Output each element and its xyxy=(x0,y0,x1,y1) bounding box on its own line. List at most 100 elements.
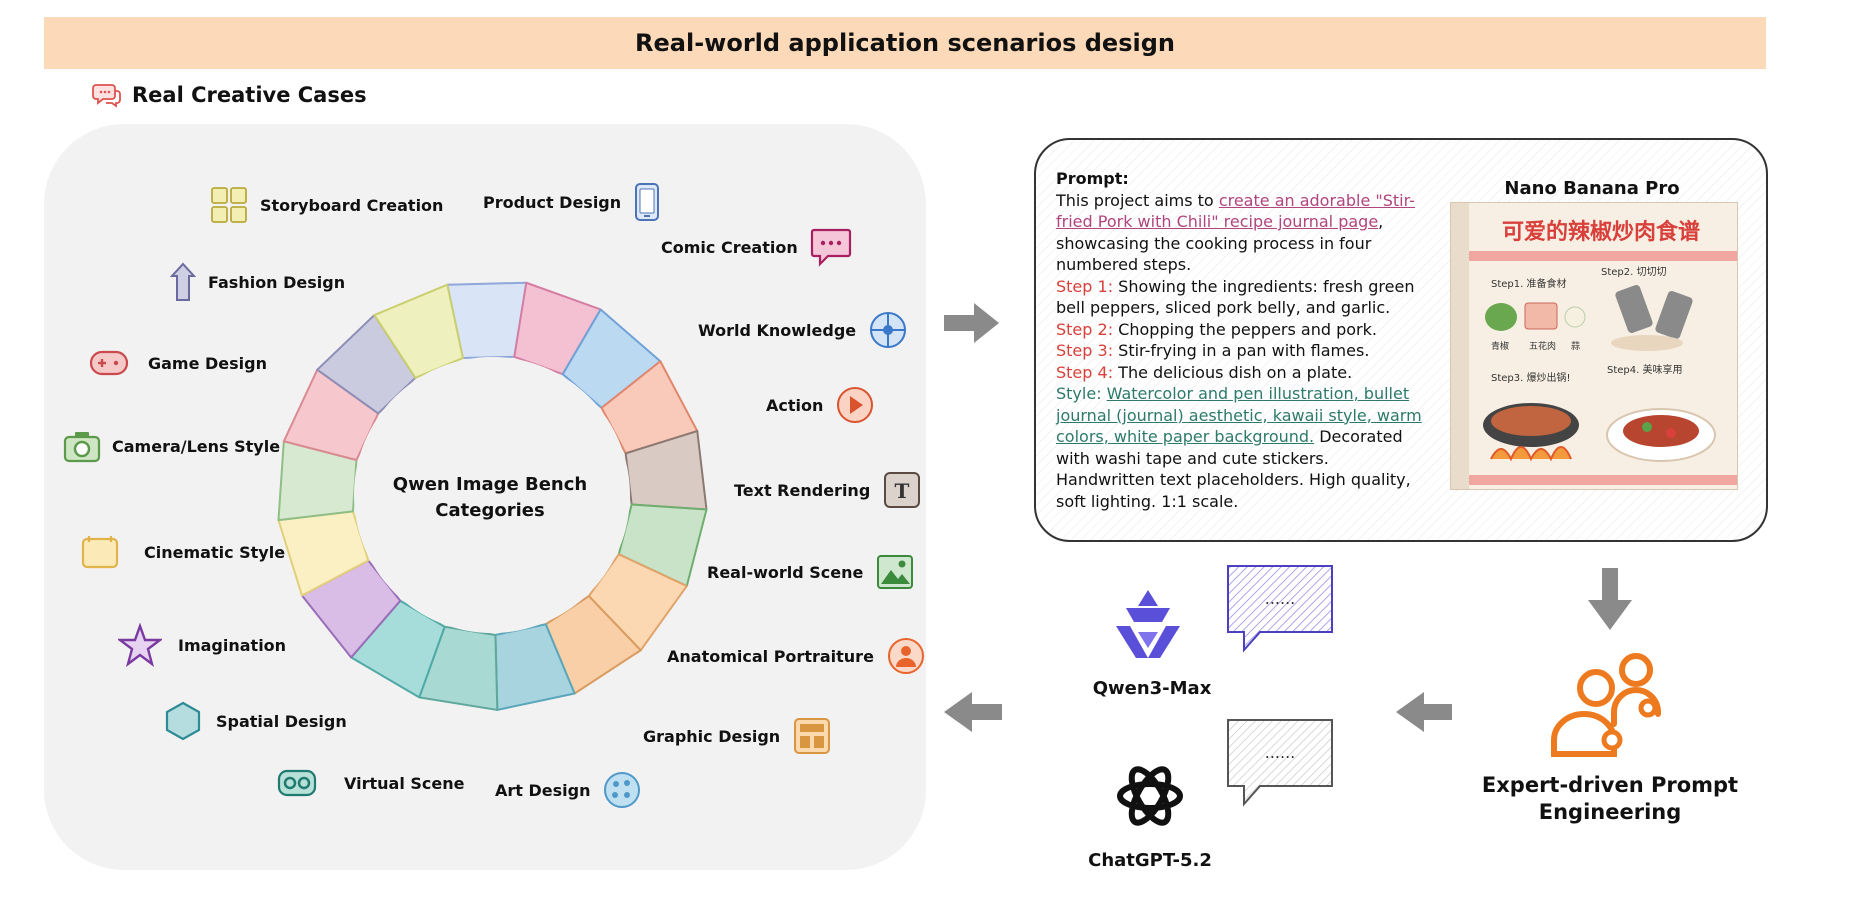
prompt-step-3: Step 3: Stir-frying in a pan with flames… xyxy=(1056,340,1432,362)
layout-icon xyxy=(792,716,832,756)
hexagon-icon xyxy=(162,700,204,742)
text-t-icon: T xyxy=(882,470,922,510)
category-camera-lens-style: Camera/Lens Style xyxy=(62,428,280,464)
category-anatomical-portraiture: Anatomical Portraiture xyxy=(667,636,926,676)
prompt-body: This project aims to create an adorable … xyxy=(1056,190,1432,276)
svg-text:T: T xyxy=(895,479,910,503)
expert-label: Expert-driven Prompt Engineering xyxy=(1480,772,1740,826)
image-step-2: Step2. 切切切 xyxy=(1601,266,1667,278)
wheel-center-label: Qwen Image Bench Categories xyxy=(390,472,590,524)
phone-icon xyxy=(633,182,661,222)
category-game-design: Game Design xyxy=(88,348,267,378)
grid-icon xyxy=(210,186,248,224)
category-label: Game Design xyxy=(148,353,268,373)
category-real-world-scene: Real-world Scene xyxy=(707,553,915,591)
image-title: 可爱的辣椒炒肉食谱 xyxy=(1502,219,1700,245)
category-spatial-design: Spatial Design xyxy=(162,700,347,742)
wheel-center-line1: Qwen Image Bench xyxy=(392,474,588,495)
wheel-center-line2: Categories xyxy=(435,500,545,521)
banner: Real-world application scenarios design xyxy=(44,17,1766,69)
category-label: World Knowledge xyxy=(698,320,857,340)
step-label: Step 2: xyxy=(1056,319,1114,339)
chatgpt-bubble-text: ...... xyxy=(1265,743,1296,762)
qwen-bubble-text: ...... xyxy=(1265,589,1296,608)
category-label: Art Design xyxy=(495,780,591,800)
category-action: Action xyxy=(766,385,875,425)
palette-icon xyxy=(602,770,642,810)
prompt-intro: This project aims to xyxy=(1056,190,1219,210)
qwen-speech-bubble: ...... xyxy=(1227,565,1333,653)
arrow-right-icon xyxy=(944,303,999,343)
step-text: Stir-frying in a pan with flames. xyxy=(1113,341,1370,360)
qwen-label: Qwen3-Max xyxy=(1092,678,1212,699)
step-label: Step 3: xyxy=(1056,341,1114,360)
category-world-knowledge: World Knowledge xyxy=(698,310,908,350)
category-text-rendering: Text Rendering T xyxy=(734,470,922,510)
step-label: Step 4: xyxy=(1056,362,1114,382)
category-label: Comic Creation xyxy=(661,237,798,257)
speech-bubble-icon xyxy=(810,226,852,268)
category-product-design: Product Design xyxy=(483,182,661,222)
image-ingredient-2: 五花肉 xyxy=(1529,340,1556,352)
step-label: Step 1: xyxy=(1056,276,1114,296)
generated-image: 可爱的辣椒炒肉食谱 Step1. 准备食材 Step2. 切切切 Step3. … xyxy=(1450,202,1738,490)
gamepad-icon xyxy=(88,348,130,378)
category-label: Action xyxy=(766,395,824,415)
chat-bubbles-icon xyxy=(92,82,122,108)
wheel-segment xyxy=(373,283,464,379)
landscape-icon xyxy=(875,553,915,591)
category-cinematic-style: Cinematic Style xyxy=(80,534,285,570)
play-icon xyxy=(835,385,875,425)
chatgpt-label: ChatGPT-5.2 xyxy=(1088,850,1212,871)
chatgpt-logo-icon xyxy=(1117,766,1183,826)
vr-goggles-icon xyxy=(276,767,318,799)
arrow-left-icon xyxy=(1396,692,1452,732)
category-label: Real-world Scene xyxy=(707,562,864,582)
image-ingredient-3: 蒜 xyxy=(1571,341,1580,352)
section-header: Real Creative Cases xyxy=(92,82,367,108)
category-label: Fashion Design xyxy=(208,272,346,292)
film-icon xyxy=(80,534,120,570)
prompt-style: Style: Watercolor and pen illustration, … xyxy=(1056,383,1432,512)
image-step-1: Step1. 准备食材 xyxy=(1491,277,1567,290)
camera-icon xyxy=(62,428,102,464)
category-label: Cinematic Style xyxy=(144,542,286,562)
output-model-label: Nano Banana Pro xyxy=(1504,178,1680,199)
category-label: Camera/Lens Style xyxy=(112,436,281,456)
category-fashion-design: Fashion Design xyxy=(170,262,345,302)
arrow-left-icon xyxy=(944,692,1002,732)
image-ingredient-1: 青椒 xyxy=(1491,340,1509,352)
expert-label-line2: Engineering xyxy=(1538,800,1682,824)
category-label: Storyboard Creation xyxy=(260,195,444,215)
image-step-4: Step4. 美味享用 xyxy=(1607,363,1683,376)
category-imagination: Imagination xyxy=(118,623,286,667)
star-icon xyxy=(118,623,162,667)
section-title: Real Creative Cases xyxy=(132,83,367,107)
shirt-icon xyxy=(170,262,196,302)
step-text: Showing the ingredients: fresh green bel… xyxy=(1056,276,1415,318)
category-label: Virtual Scene xyxy=(344,773,465,793)
step-text: Chopping the peppers and pork. xyxy=(1113,319,1377,339)
style-rest: Decorated with washi tape and cute stick… xyxy=(1056,427,1411,511)
prompt-step-1: Step 1: Showing the ingredients: fresh g… xyxy=(1056,276,1432,319)
qwen-logo-icon xyxy=(1116,590,1180,658)
prompt-text: Prompt: This project aims to create an a… xyxy=(1056,168,1432,512)
category-art-design: Art Design xyxy=(495,770,642,810)
category-storyboard-creation: Storyboard Creation xyxy=(210,186,443,224)
step-text: The delicious dish on a plate. xyxy=(1113,362,1353,382)
chatgpt-speech-bubble: ...... xyxy=(1227,719,1333,807)
category-label: Graphic Design xyxy=(643,726,781,746)
prompt-step-2: Step 2: Chopping the peppers and pork. xyxy=(1056,319,1432,341)
style-label: Style: xyxy=(1056,384,1102,403)
category-label: Imagination xyxy=(178,635,287,655)
wheel-center xyxy=(354,357,630,633)
category-virtual-scene: Virtual Scene xyxy=(276,767,464,799)
prompt-label: Prompt: xyxy=(1056,169,1129,188)
style-link: Watercolor and pen illustration, bullet … xyxy=(1056,384,1422,446)
category-label: Text Rendering xyxy=(734,480,871,500)
category-label: Anatomical Portraiture xyxy=(667,646,874,666)
arrow-down-icon xyxy=(1588,568,1632,630)
category-comic-creation: Comic Creation xyxy=(661,226,852,268)
experts-icon xyxy=(1551,653,1661,757)
